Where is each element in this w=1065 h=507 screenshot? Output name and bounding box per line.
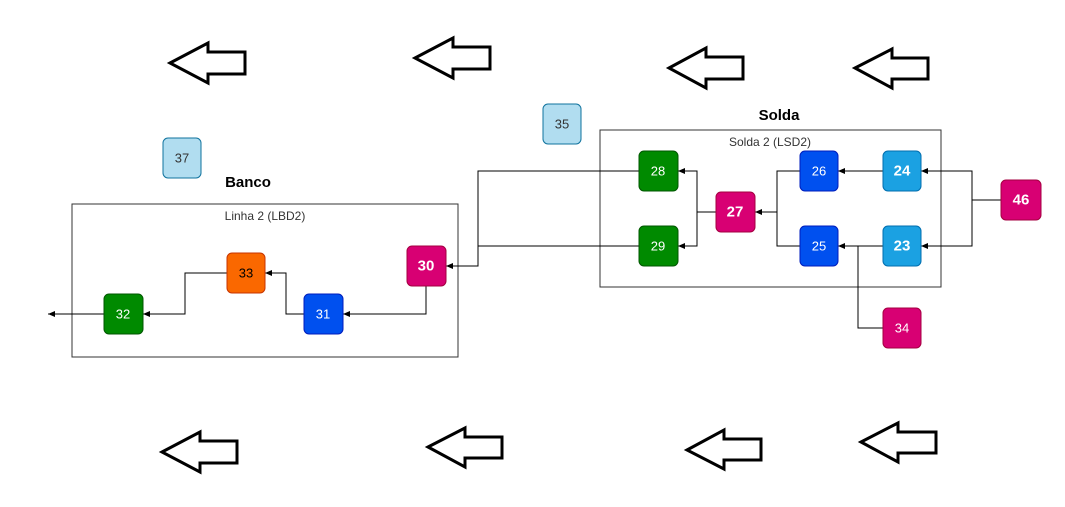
- node-31-box: [303, 293, 344, 335]
- solda-container: [599, 129, 942, 288]
- flow-direction-arrow-icon: [857, 420, 938, 465]
- flow-direction-arrow-icon: [665, 45, 745, 91]
- node-32[interactable]: 32: [103, 293, 144, 335]
- node-28-box: [638, 150, 679, 192]
- flow-direction-arrow-icon: [683, 427, 763, 472]
- node-46-box: [1000, 179, 1042, 221]
- node-37-box: [162, 137, 202, 179]
- node-27[interactable]: 27: [715, 191, 756, 233]
- node-29-box: [638, 225, 679, 267]
- connector-31-33: [265, 270, 304, 315]
- node-23[interactable]: 23: [882, 225, 922, 267]
- node-24[interactable]: 24: [882, 150, 922, 192]
- node-25-label: 25: [812, 239, 826, 254]
- node-33-box: [226, 252, 266, 294]
- flow-direction-arrow-icon: [424, 425, 504, 470]
- node-24-label: 24: [894, 163, 911, 180]
- node-28-label: 28: [651, 164, 665, 179]
- node-35[interactable]: 35: [542, 103, 582, 145]
- node-25-box: [799, 225, 839, 267]
- node-23-box: [882, 225, 922, 267]
- connector-34-25: [857, 246, 883, 329]
- node-26-label: 26: [812, 164, 826, 179]
- node-30[interactable]: 30: [406, 245, 447, 287]
- node-37-label: 37: [175, 151, 189, 166]
- node-34[interactable]: 34: [882, 307, 922, 349]
- node-37[interactable]: 37: [162, 137, 202, 179]
- node-23-label: 23: [894, 238, 911, 255]
- connector-46-23: [921, 200, 973, 249]
- node-34-label: 34: [895, 321, 909, 336]
- node-31-label: 31: [316, 307, 330, 322]
- node-26-box: [799, 150, 839, 192]
- node-29-label: 29: [651, 239, 665, 254]
- flow-direction-arrow-icon: [411, 35, 492, 81]
- connector-28-30: [446, 170, 639, 269]
- banco-subtitle: Linha 2 (LBD2): [225, 209, 306, 223]
- node-30-box: [406, 245, 447, 287]
- node-35-box: [542, 103, 582, 145]
- node-29[interactable]: 29: [638, 225, 679, 267]
- connector-25-27: [776, 212, 800, 247]
- node-27-box: [715, 191, 756, 233]
- node-32-box: [103, 293, 144, 335]
- node-30-label: 30: [418, 258, 435, 275]
- node-33[interactable]: 33: [226, 252, 266, 294]
- connector-27-29: [678, 212, 698, 249]
- node-35-label: 35: [555, 117, 569, 132]
- node-33-label: 33: [239, 266, 253, 281]
- node-46-label: 46: [1013, 192, 1030, 209]
- connector-33-32: [143, 272, 227, 317]
- node-25[interactable]: 25: [799, 225, 839, 267]
- connector-26-27: [755, 170, 800, 215]
- banco-title: Banco: [225, 174, 271, 191]
- connector-30-31: [343, 286, 427, 317]
- banco-container: [71, 203, 459, 358]
- node-24-box: [882, 150, 922, 192]
- node-32-label: 32: [116, 307, 130, 322]
- solda-subtitle: Solda 2 (LSD2): [729, 135, 811, 149]
- solda-title: Solda: [759, 107, 800, 124]
- node-46[interactable]: 46: [1000, 179, 1042, 221]
- node-34-box: [882, 307, 922, 349]
- flow-direction-arrow-icon: [166, 40, 247, 86]
- flow-direction-arrow-icon: [851, 46, 930, 91]
- node-28[interactable]: 28: [638, 150, 679, 192]
- flow-direction-arrow-icon: [158, 429, 239, 475]
- connector-27-28: [678, 168, 716, 213]
- connector-46-24: [921, 168, 1001, 201]
- node-27-label: 27: [727, 204, 744, 221]
- node-26[interactable]: 26: [799, 150, 839, 192]
- node-31[interactable]: 31: [303, 293, 344, 335]
